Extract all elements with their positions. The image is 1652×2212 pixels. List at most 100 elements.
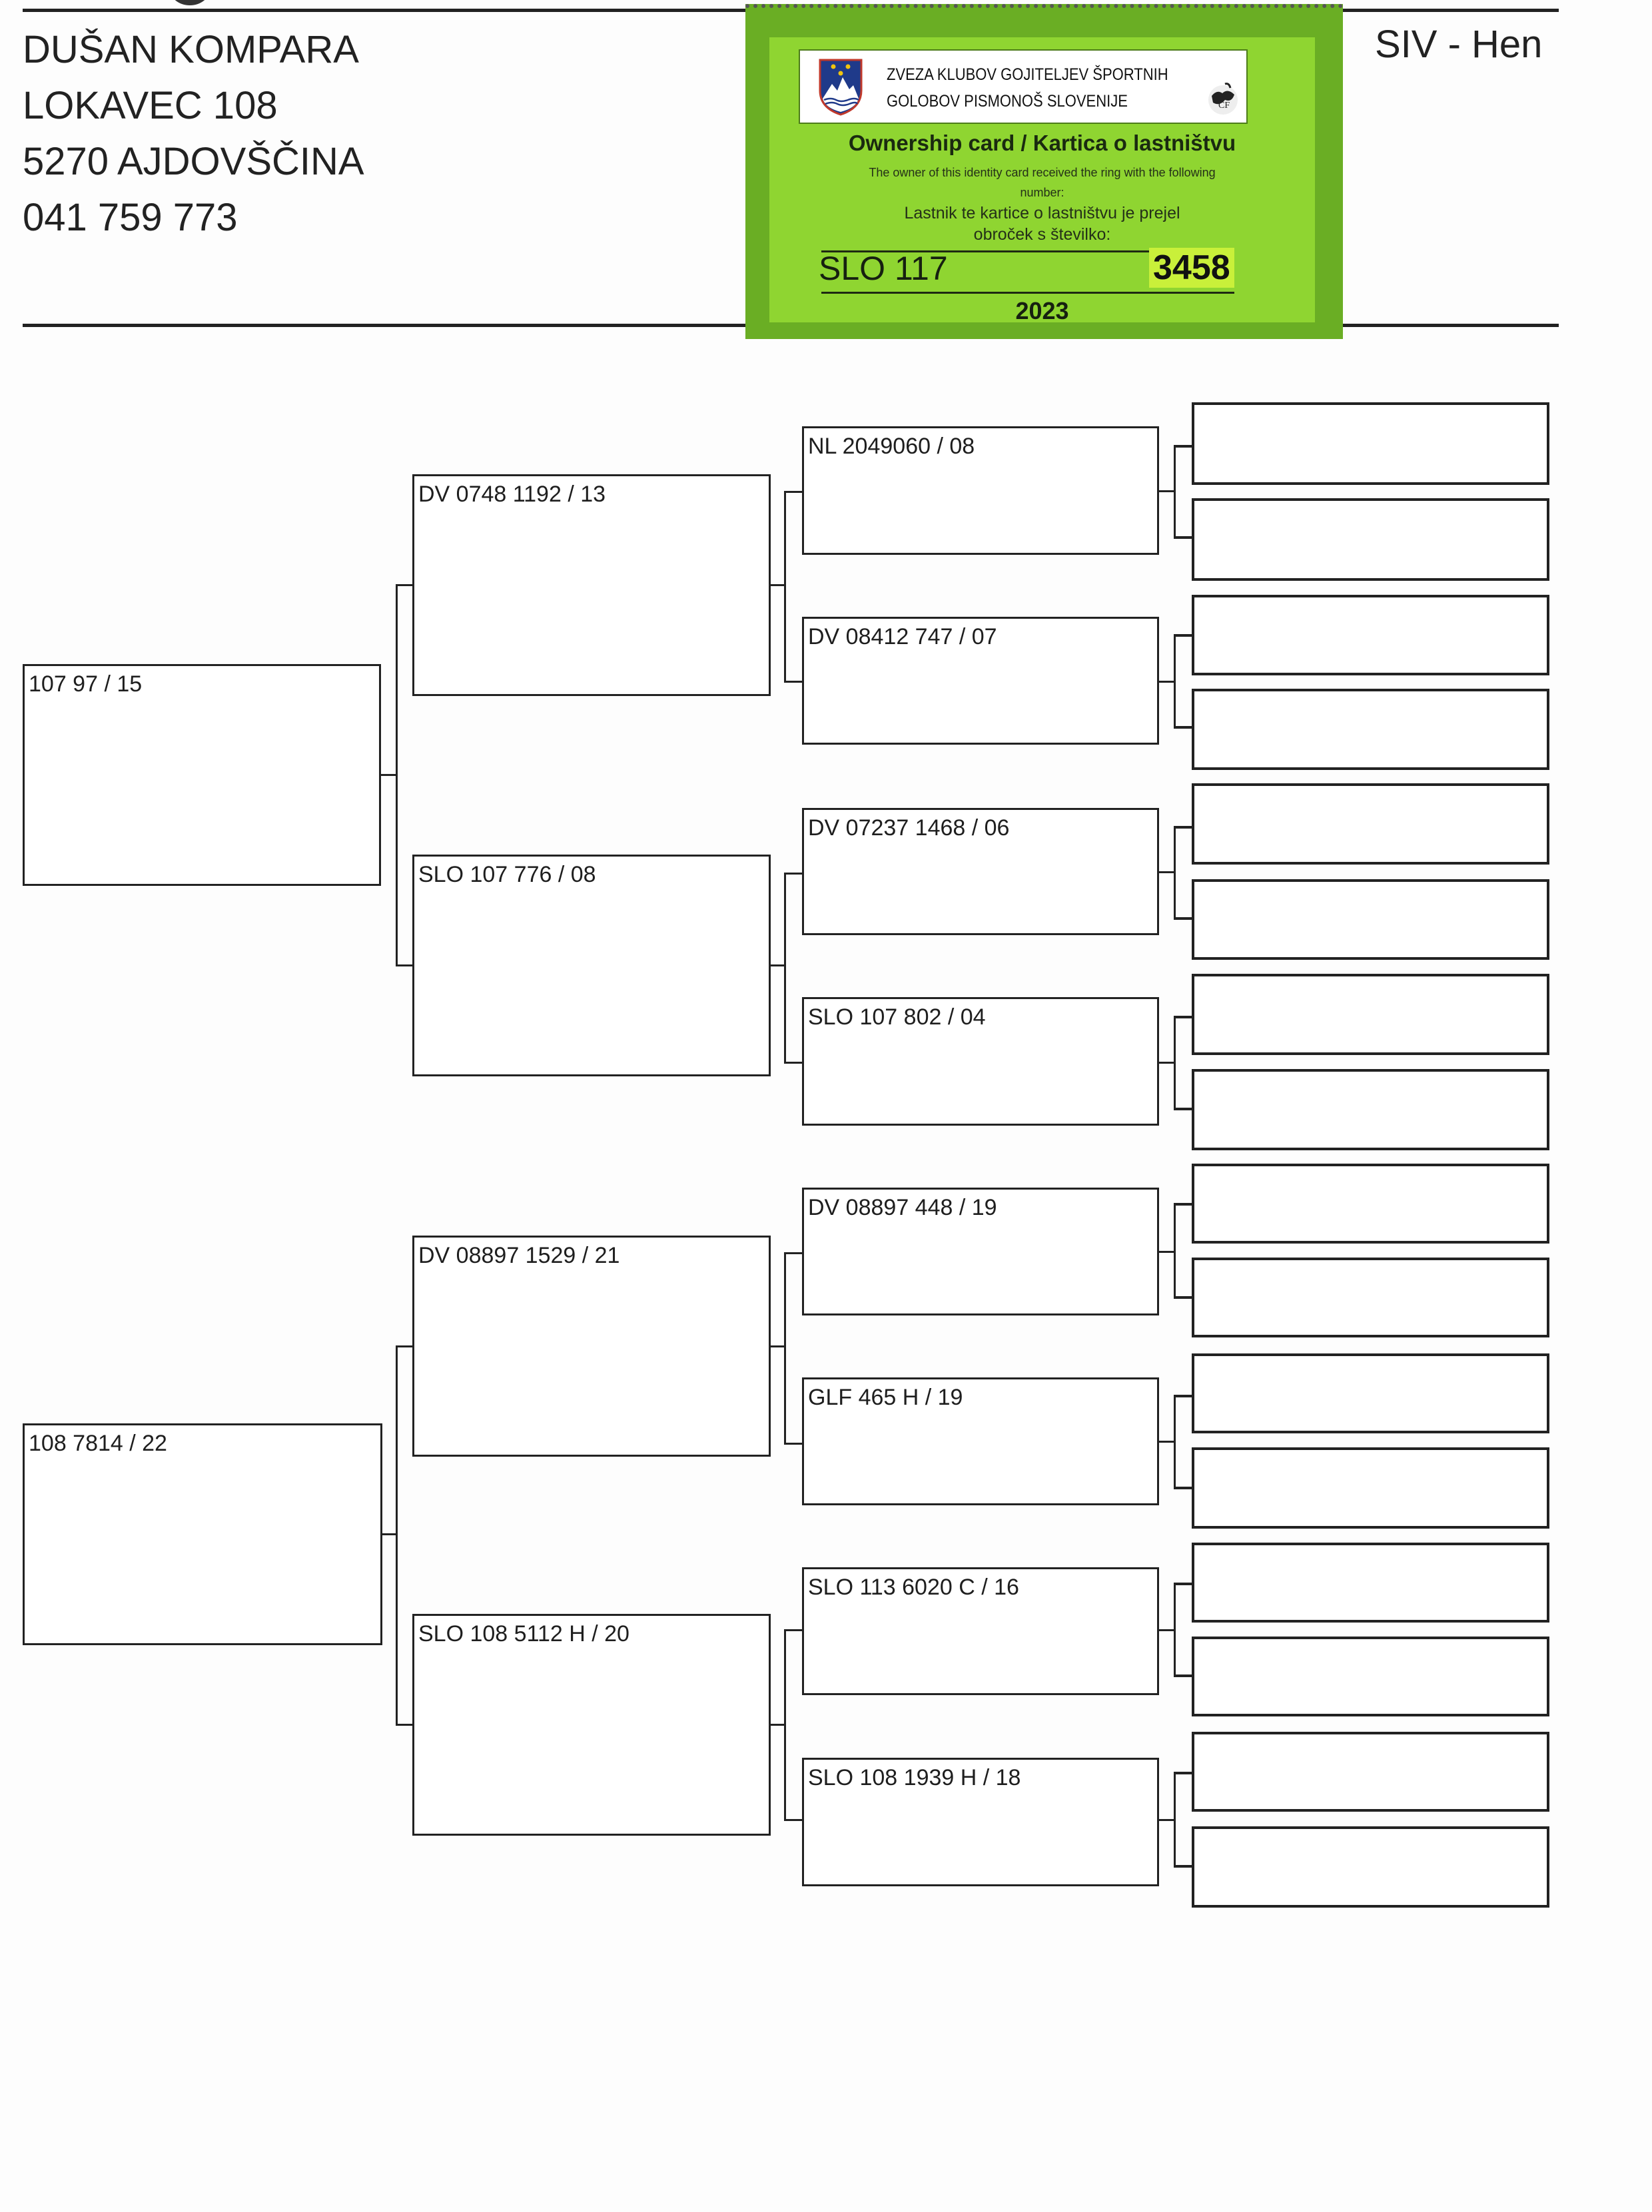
connector <box>1174 634 1176 729</box>
connector <box>1174 1203 1176 1299</box>
connector <box>381 774 397 776</box>
card-text-slovenian: Lastnik te kartice o lastništvu je preje… <box>769 202 1315 245</box>
ring-number-label: SLO 108 1939 H / 18 <box>808 1765 1021 1790</box>
connector <box>784 1062 803 1064</box>
connector <box>1174 1772 1192 1774</box>
ring-number: 3458 <box>1149 248 1234 288</box>
connector <box>784 491 786 683</box>
pedigree-box-grandparent[interactable]: SLO 107 776 / 08 <box>412 855 771 1076</box>
ring-number-label: DV 0748 1192 / 13 <box>418 482 606 507</box>
pedigree-box-gen4[interactable] <box>1192 595 1549 675</box>
connector <box>1174 445 1192 448</box>
connector <box>1174 1395 1176 1489</box>
connector <box>1174 1296 1192 1299</box>
pedigree-box-gen4[interactable] <box>1192 1637 1549 1716</box>
ring-number-label: DV 08897 448 / 19 <box>808 1195 997 1220</box>
connector <box>771 1345 785 1347</box>
connector <box>784 1819 803 1821</box>
ring-year: 2023 <box>1015 297 1069 324</box>
ring-prefix: SLO 117 <box>819 250 948 287</box>
connector <box>1174 1016 1176 1110</box>
pedigree-box-great-grandparent[interactable]: DV 07237 1468 / 06 <box>802 808 1159 935</box>
pedigree-box-gen4[interactable] <box>1192 783 1549 865</box>
pedigree-box-great-grandparent[interactable]: SLO 107 802 / 04 <box>802 997 1159 1126</box>
connector <box>382 1533 397 1535</box>
card-text-english-line-1: The owner of this identity card received… <box>869 166 1216 179</box>
pedigree-box-gen4[interactable] <box>1192 1826 1549 1908</box>
connector <box>396 1345 398 1725</box>
pedigree-box-gen4[interactable] <box>1192 1258 1549 1337</box>
connector <box>1174 1772 1176 1868</box>
connector <box>784 1252 803 1254</box>
connector <box>1174 1016 1192 1018</box>
connector <box>1174 917 1192 920</box>
connector <box>396 584 398 966</box>
pedigree-box-gen4[interactable] <box>1192 689 1549 770</box>
connector <box>771 1724 785 1726</box>
pedigree-box-gen4[interactable] <box>1192 1543 1549 1623</box>
pedigree-box-gen4[interactable] <box>1192 1069 1549 1150</box>
owner-city: 5270 AJDOVŠČINA <box>23 140 364 183</box>
pedigree-box-grandparent[interactable]: SLO 108 5112 H / 20 <box>412 1614 771 1836</box>
connector <box>771 964 785 966</box>
connector <box>396 1345 413 1347</box>
pedigree-box-great-grandparent[interactable]: DV 08412 747 / 07 <box>802 617 1159 745</box>
connector <box>1174 1395 1192 1397</box>
pedigree-box-great-grandparent[interactable]: GLF 465 H / 19 <box>802 1377 1159 1505</box>
pedigree-box-great-grandparent[interactable]: SLO 113 6020 C / 16 <box>802 1567 1159 1695</box>
ownership-card: ZVEZA KLUBOV GOJITELJEV ŠPORTNIH GOLOBOV… <box>745 4 1343 339</box>
connector <box>1174 634 1192 637</box>
connector <box>1159 490 1174 492</box>
connector <box>1174 826 1176 919</box>
pedigree-box-gen4[interactable] <box>1192 879 1549 960</box>
connector <box>784 1252 786 1444</box>
connector <box>1174 1583 1176 1677</box>
pedigree-box-great-grandparent[interactable]: DV 08897 448 / 19 <box>802 1188 1159 1315</box>
pedigree-box-gen4[interactable] <box>1192 1164 1549 1244</box>
pedigree-box-grandparent[interactable]: DV 08897 1529 / 21 <box>412 1236 771 1457</box>
connector <box>1174 826 1192 829</box>
pedigree-box-gen4[interactable] <box>1192 1447 1549 1529</box>
ring-number-label: SLO 108 5112 H / 20 <box>418 1621 629 1647</box>
connector <box>784 873 786 1063</box>
org-name-line-2: GOLOBOV PISMONOŠ SLOVENIJE <box>887 92 1128 111</box>
connector <box>1159 1251 1174 1253</box>
connector <box>784 1443 803 1445</box>
pedigree-box-gen4[interactable] <box>1192 402 1549 485</box>
ring-number-label: DV 08897 1529 / 21 <box>418 1243 620 1268</box>
sex-color-label: SIV - Hen <box>1375 23 1543 66</box>
connector <box>784 1629 786 1821</box>
connector <box>1159 681 1174 683</box>
connector <box>784 491 803 493</box>
owner-name: DUŠAN KOMPARA <box>23 28 359 71</box>
ring-bottom-rule <box>821 292 1234 294</box>
org-name-line-1: ZVEZA KLUBOV GOJITELJEV ŠPORTNIH <box>887 65 1168 84</box>
connector <box>1174 726 1192 729</box>
pedigree-box-great-grandparent[interactable]: SLO 108 1939 H / 18 <box>802 1758 1159 1886</box>
connector <box>1174 1203 1192 1206</box>
card-text-slovenian-line-2: obroček s številko: <box>973 225 1111 244</box>
connector <box>396 584 413 586</box>
connector <box>1174 1583 1192 1585</box>
ring-number-label: GLF 465 H / 19 <box>808 1385 963 1410</box>
connector <box>1159 1819 1174 1821</box>
connector <box>1159 1062 1174 1064</box>
card-text-slovenian-line-1: Lastnik te kartice o lastništvu je preje… <box>904 204 1180 222</box>
ring-number-label: SLO 107 802 / 04 <box>808 1004 986 1030</box>
connector <box>1159 1441 1174 1443</box>
ring-top-rule <box>821 250 1234 252</box>
ownership-card-inner: ZVEZA KLUBOV GOJITELJEV ŠPORTNIH GOLOBOV… <box>769 37 1315 324</box>
card-text-english: The owner of this identity card received… <box>769 163 1315 202</box>
pedigree-box-great-grandparent[interactable]: NL 2049060 / 08 <box>802 426 1159 555</box>
pedigree-box-sire[interactable]: 107 97 / 15 <box>23 664 381 886</box>
pedigree-box-dam[interactable]: 108 7814 / 22 <box>23 1423 382 1645</box>
pedigree-box-gen4[interactable] <box>1192 1732 1549 1812</box>
pedigree-box-gen4[interactable] <box>1192 974 1549 1055</box>
connector <box>784 681 803 683</box>
pedigree-box-grandparent[interactable]: DV 0748 1192 / 13 <box>412 474 771 696</box>
pedigree-box-gen4[interactable] <box>1192 498 1549 581</box>
org-banner: ZVEZA KLUBOV GOJITELJEV ŠPORTNIH GOLOBOV… <box>799 49 1248 124</box>
pedigree-box-gen4[interactable] <box>1192 1353 1549 1433</box>
svg-text:CF: CF <box>1218 101 1230 111</box>
ring-number-label: 108 7814 / 22 <box>29 1431 167 1456</box>
